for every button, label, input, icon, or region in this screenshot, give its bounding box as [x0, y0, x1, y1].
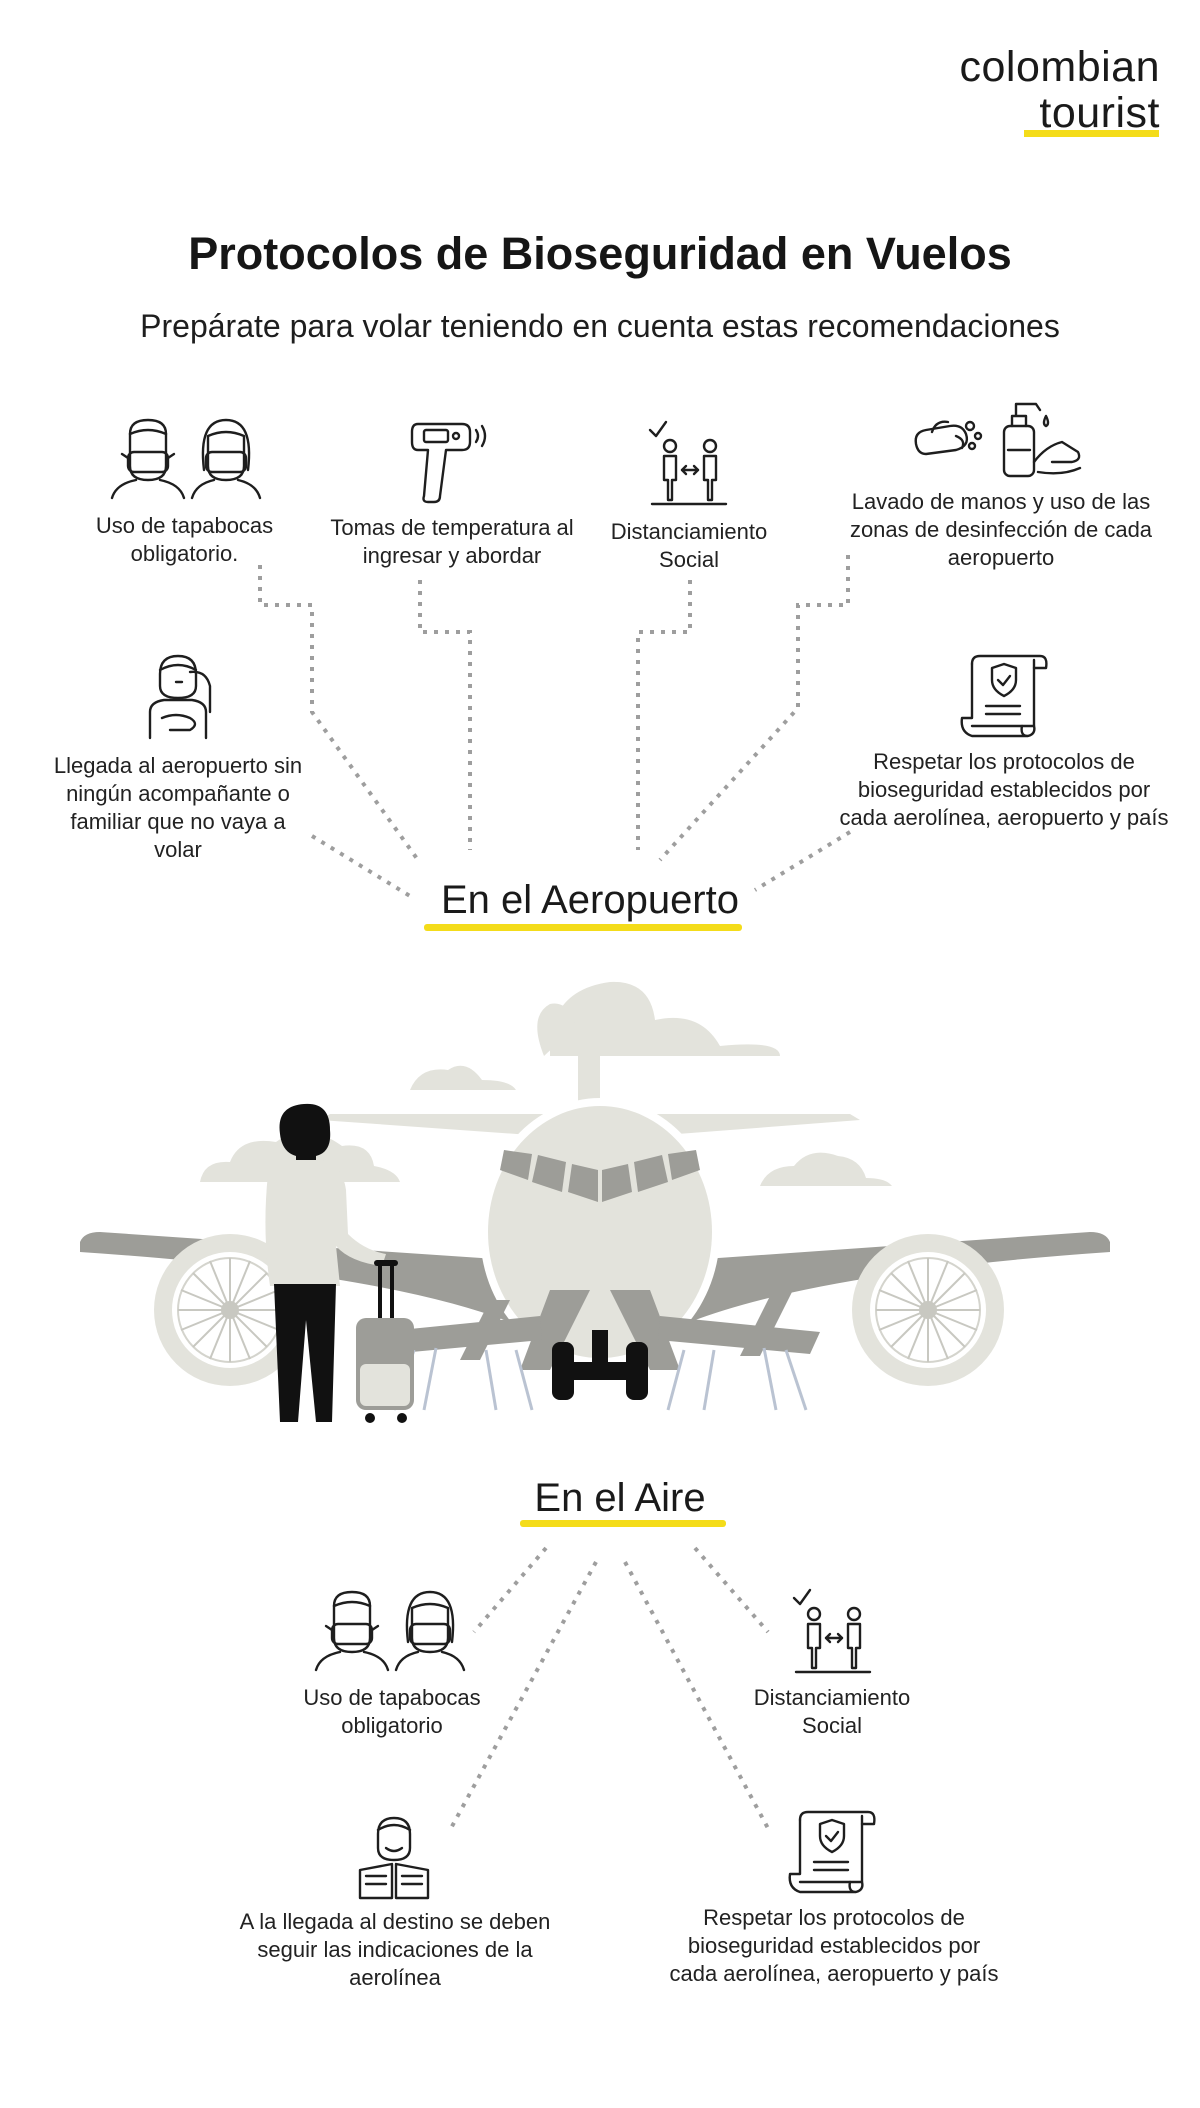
- airport-item-alone-label: Llegada al aeropuerto sin ningún acompañ…: [53, 753, 303, 862]
- airport-heading: En el Aeropuerto: [441, 878, 739, 922]
- brand-underline: [1024, 130, 1159, 137]
- protocol-document-icon: [788, 1810, 876, 1894]
- air-heading-underline: [520, 1520, 726, 1527]
- airport-item-distance-label: Distanciamiento Social: [610, 519, 768, 572]
- airport-heading-underline: [424, 924, 742, 931]
- social-distance-icon: [648, 420, 728, 506]
- air-heading: En el Aire: [534, 1476, 706, 1520]
- airplane-traveler-illustration: [80, 981, 1110, 1423]
- airport-item-protocol-label: Respetar los protocolos de bioseguridad …: [839, 749, 1169, 830]
- air-item-destination-label: A la llegada al destino se deben seguir …: [239, 1909, 551, 1990]
- air-item-distance-label: Distanciamiento Social: [753, 1685, 911, 1738]
- page-subtitle: Prepárate para volar teniendo en cuenta …: [140, 308, 1060, 344]
- social-distance-icon: [792, 1588, 872, 1674]
- air-item-mask-label: Uso de tapabocas obligatorio: [303, 1685, 481, 1738]
- protocol-document-icon: [960, 654, 1048, 738]
- face-mask-people-icon: [314, 1590, 466, 1672]
- lone-traveler-icon: [148, 654, 212, 740]
- airport-item-handwash-label: Lavado de manos y uso de las zonas de de…: [849, 489, 1153, 570]
- brand-line-1: colombian: [959, 43, 1160, 91]
- passenger-reading-icon: [358, 1816, 430, 1900]
- page-title: Protocolos de Bioseguridad en Vuelos: [188, 228, 1012, 279]
- airport-item-temperature-label: Tomas de temperatura al ingresar y abord…: [330, 515, 574, 568]
- hand-wash-sanitizer-icon: [914, 402, 1082, 478]
- thermometer-gun-icon: [410, 422, 487, 504]
- face-mask-people-icon: [110, 418, 262, 500]
- brand-logo: colombian tourist: [920, 44, 1160, 136]
- air-item-protocol-label: Respetar los protocolos de bioseguridad …: [669, 1905, 999, 1986]
- airport-item-mask-label: Uso de tapabocas obligatorio.: [95, 513, 274, 566]
- brand-line-2: tourist: [1039, 89, 1160, 137]
